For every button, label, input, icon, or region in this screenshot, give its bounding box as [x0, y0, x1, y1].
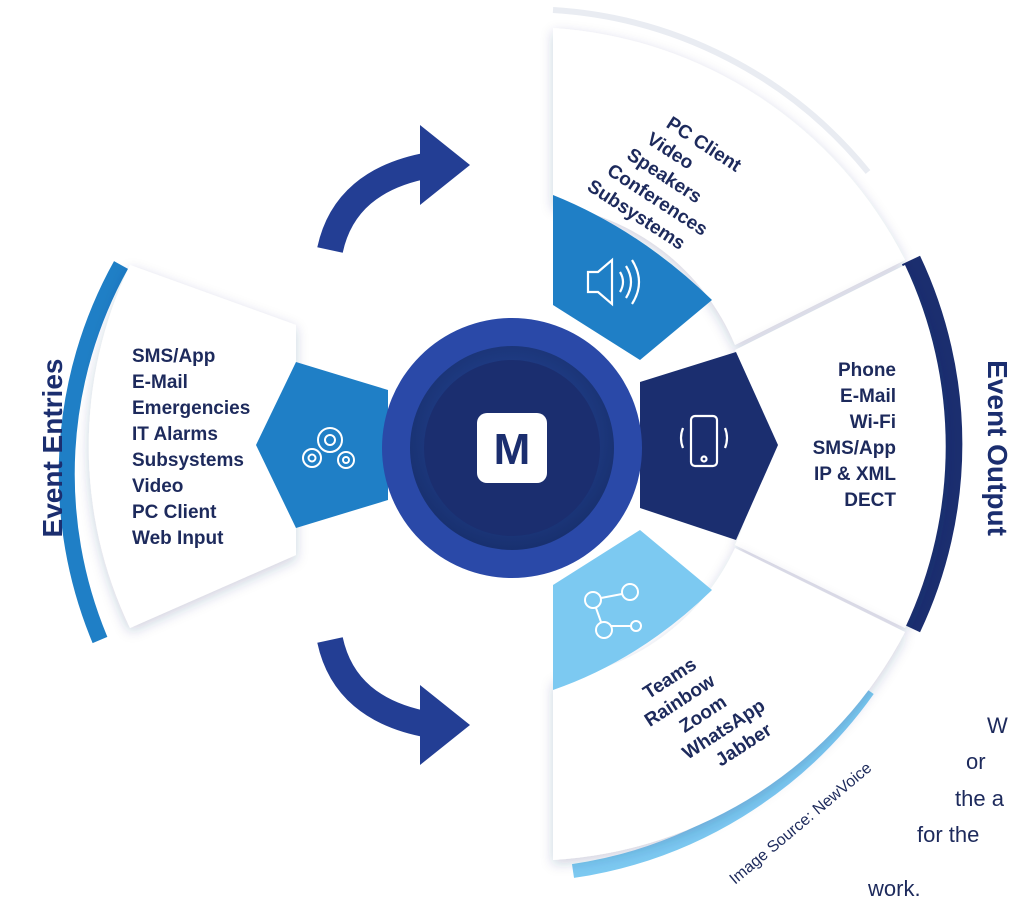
top-card — [553, 28, 905, 345]
left-item: Video — [132, 476, 183, 497]
cropped-note: W or the a for the work. — [867, 713, 1008, 901]
cropped-note-line: W — [987, 713, 1008, 738]
left-outer-arc — [58, 261, 128, 644]
right-item: SMS/App — [813, 438, 896, 459]
right-item: Phone — [838, 360, 896, 381]
bottom-wedge — [553, 530, 712, 690]
cropped-note-line: for the — [917, 822, 979, 847]
arrow-down-right-icon — [317, 636, 470, 765]
right-wedge — [640, 352, 778, 540]
right-item: E-Mail — [840, 386, 896, 407]
speaker-icon — [586, 257, 641, 307]
phone-icon — [679, 414, 729, 468]
right-items-list: Phone E-Mail Wi-Fi SMS/App IP & XML DECT — [813, 360, 897, 511]
gear-icon — [302, 427, 355, 469]
right-item: DECT — [844, 490, 896, 511]
cropped-note-line: the a — [955, 786, 1005, 811]
left-item: Subsystems — [132, 450, 244, 471]
right-outer-arc — [901, 255, 963, 633]
right-item: Wi-Fi — [850, 412, 896, 433]
top-outer-arc — [552, 7, 871, 174]
left-item: IT Alarms — [132, 424, 218, 445]
left-item: Web Input — [132, 528, 224, 549]
hub-logo-box — [477, 413, 547, 483]
right-item: IP & XML — [814, 464, 896, 485]
left-section-title: Event Entries — [37, 359, 68, 538]
left-item: E-Mail — [132, 372, 188, 393]
arrow-up-right-icon — [317, 125, 470, 254]
bottom-outer-arc — [571, 685, 874, 878]
right-card — [735, 265, 946, 628]
left-items-list: SMS/App E-Mail Emergencies IT Alarms Sub… — [132, 346, 250, 549]
cropped-note-line: work. — [867, 876, 921, 901]
left-item: SMS/App — [132, 346, 215, 367]
top-wedge — [553, 195, 712, 360]
left-item: PC Client — [132, 502, 217, 523]
left-card — [88, 265, 297, 628]
right-section-title: Event Output — [982, 360, 1013, 536]
network-icon — [584, 583, 642, 639]
bottom-card — [553, 548, 905, 860]
left-item: Emergencies — [132, 398, 250, 419]
hub-logo-letter: M — [494, 425, 531, 474]
left-wedge — [256, 362, 388, 528]
cropped-note-line: or — [966, 749, 986, 774]
